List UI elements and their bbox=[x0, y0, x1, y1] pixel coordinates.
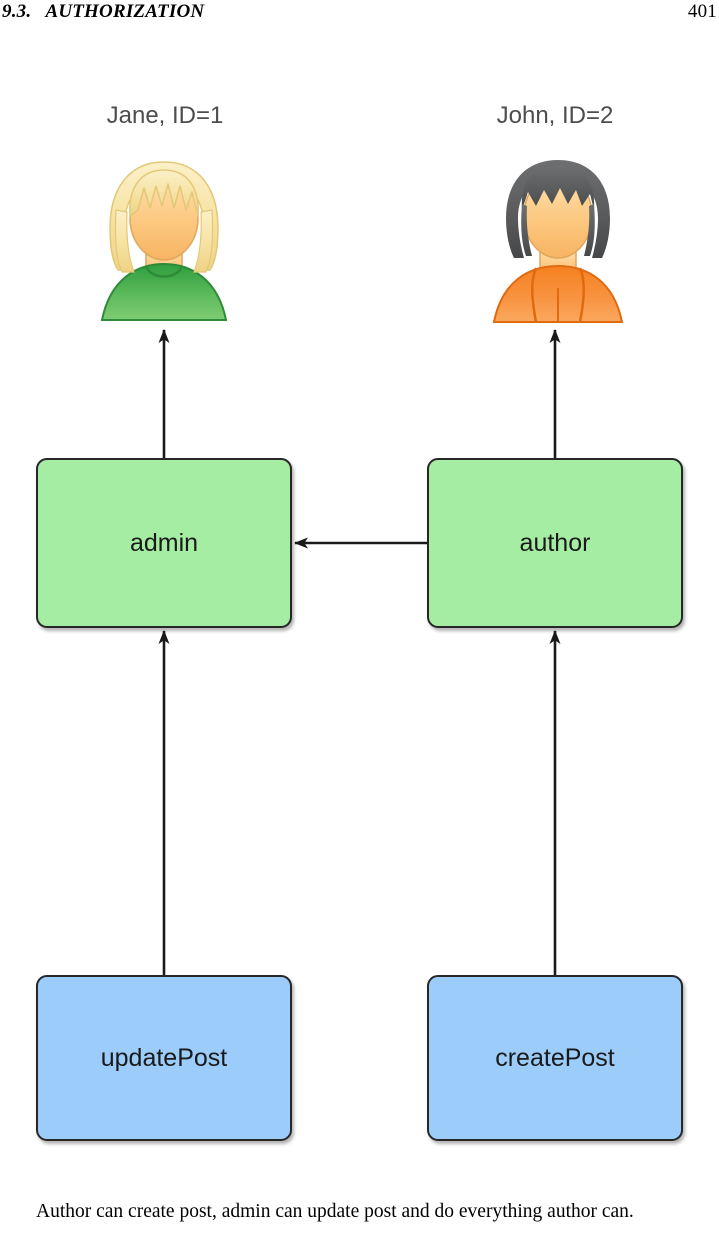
authorization-rbac-diagram: Jane, ID=1 John, ID=2 bbox=[36, 102, 683, 1141]
role-node-author-label: author bbox=[519, 528, 591, 557]
user-avatar-female-icon bbox=[84, 152, 244, 332]
role-node-admin-label: admin bbox=[129, 528, 199, 557]
role-node-author[interactable]: author bbox=[427, 458, 683, 628]
person-label-john: John, ID=2 bbox=[496, 102, 614, 129]
caption-paragraph: Author can create post, admin can update… bbox=[36, 1200, 634, 1222]
user-avatar-male-icon bbox=[478, 152, 638, 332]
permission-node-updatepost[interactable]: updatePost bbox=[36, 975, 292, 1141]
permission-node-updatepost-label: updatePost bbox=[100, 1043, 228, 1072]
permission-node-createpost-label: createPost bbox=[495, 1043, 615, 1072]
page-number: 401 bbox=[687, 1, 717, 22]
role-node-admin[interactable]: admin bbox=[36, 458, 292, 628]
running-head: 9.3. AUTHORIZATION 401 bbox=[0, 0, 719, 26]
person-label-jane: Jane, ID=1 bbox=[106, 102, 224, 129]
running-head-title: 9.3. AUTHORIZATION bbox=[2, 1, 205, 22]
permission-node-createpost[interactable]: createPost bbox=[427, 975, 683, 1141]
